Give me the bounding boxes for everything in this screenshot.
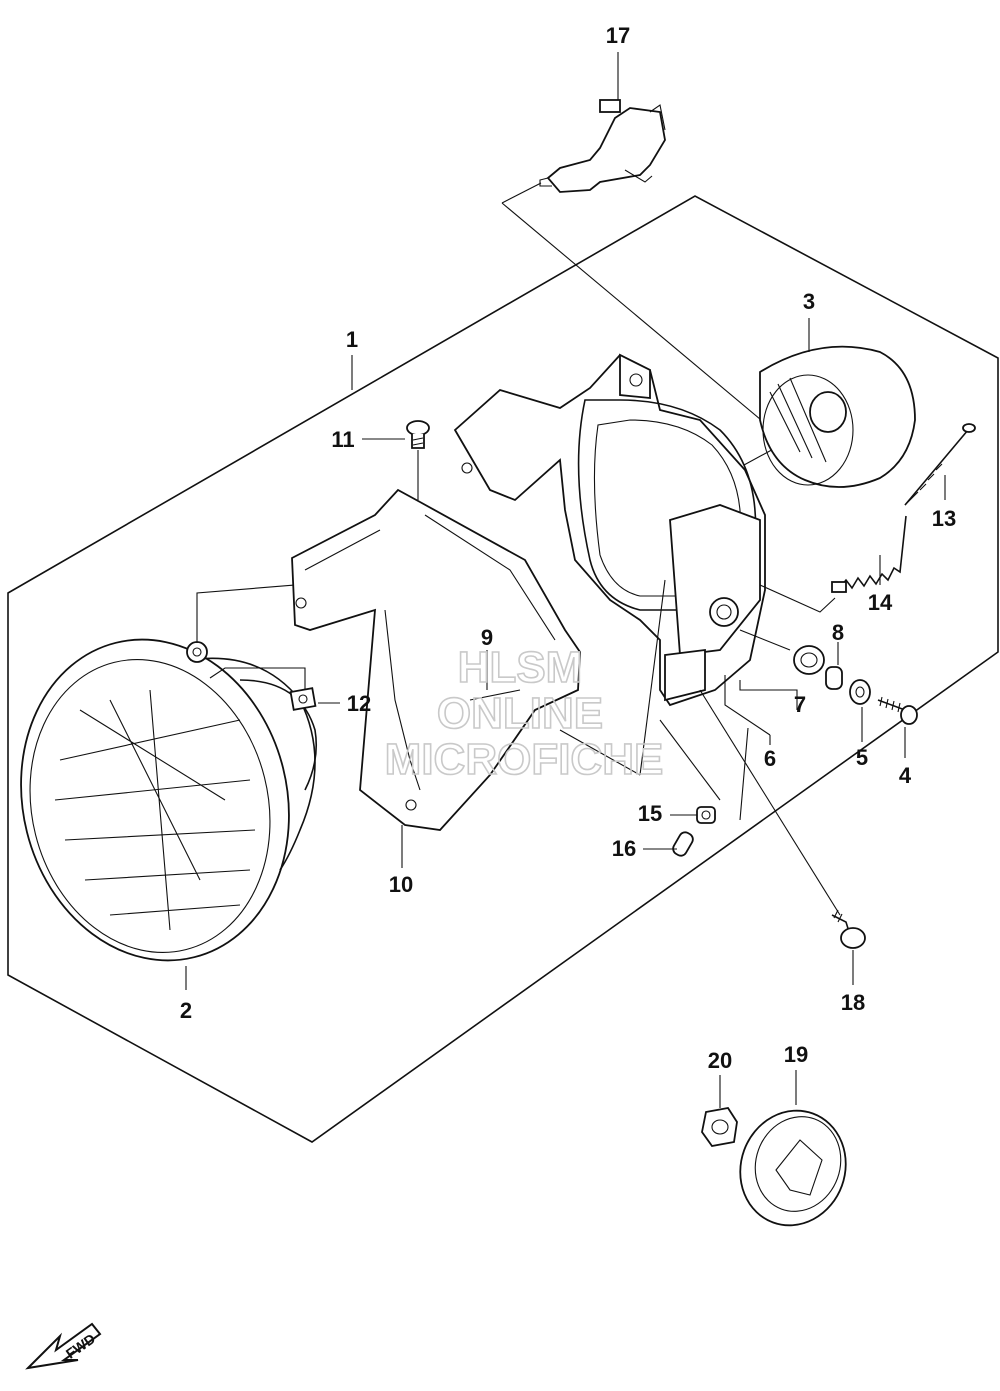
bulb-leader-line <box>501 182 542 204</box>
part-label-19: 19 <box>784 1042 808 1067</box>
leader-15-up <box>659 719 721 801</box>
leader-18-diag <box>699 689 841 916</box>
washer <box>849 679 871 705</box>
bulb-reflector-cap <box>759 345 916 488</box>
assembly-outline <box>7 195 999 1143</box>
part-label-11: 11 <box>331 427 354 452</box>
part-label-3: 3 <box>803 289 815 314</box>
part-label-8: 8 <box>832 620 844 645</box>
part-label-13: 13 <box>932 506 956 531</box>
part-label-7: 7 <box>794 692 806 717</box>
part-label-6: 6 <box>764 746 776 771</box>
part-label-16: 16 <box>612 836 636 861</box>
leader-7-8 <box>739 629 791 651</box>
part-label-18: 18 <box>841 990 865 1015</box>
housing-bracket <box>453 353 766 707</box>
pin <box>672 831 694 857</box>
bolt <box>831 909 866 949</box>
part-label-17: 17 <box>606 23 630 48</box>
screw-11 <box>406 420 430 449</box>
leader-14-spring <box>759 584 836 613</box>
mounting-screw <box>877 696 918 725</box>
watermark-line-2: ONLINE <box>437 689 603 738</box>
grommet <box>793 645 825 675</box>
headlight-bulb <box>539 99 666 193</box>
watermark-line-3: MICROFICHE <box>385 735 664 784</box>
forward-arrow-icon <box>25 1322 102 1370</box>
bulb-leader-line-2 <box>501 202 786 441</box>
part-label-1: 1 <box>346 327 358 352</box>
part-label-10: 10 <box>389 872 413 897</box>
small-nut <box>696 806 716 824</box>
leader-7 <box>739 680 798 710</box>
part-label-2: 2 <box>180 998 192 1023</box>
leader-6 <box>724 675 771 736</box>
collar <box>825 666 843 690</box>
lower-bracket <box>291 488 581 831</box>
part-label-5: 5 <box>856 745 868 770</box>
spring <box>831 515 907 593</box>
part-label-9: 9 <box>481 625 493 650</box>
clip-nut <box>289 687 317 711</box>
leader-center-diag <box>559 729 641 776</box>
cover-cap <box>739 1109 847 1227</box>
part-label-4: 4 <box>899 763 912 788</box>
leader-center-diag-2 <box>639 579 666 776</box>
part-label-20: 20 <box>708 1048 732 1073</box>
part-label-12: 12 <box>347 691 371 716</box>
part-label-14: 14 <box>868 590 893 615</box>
part-label-15: 15 <box>638 801 662 826</box>
watermark-line-1: HLSM <box>458 643 583 692</box>
leader-12 <box>209 667 306 690</box>
adjust-screw <box>904 423 976 506</box>
leader-18-diag-2 <box>739 727 749 821</box>
headlamp-unit <box>20 638 318 962</box>
nut-20 <box>701 1107 738 1147</box>
